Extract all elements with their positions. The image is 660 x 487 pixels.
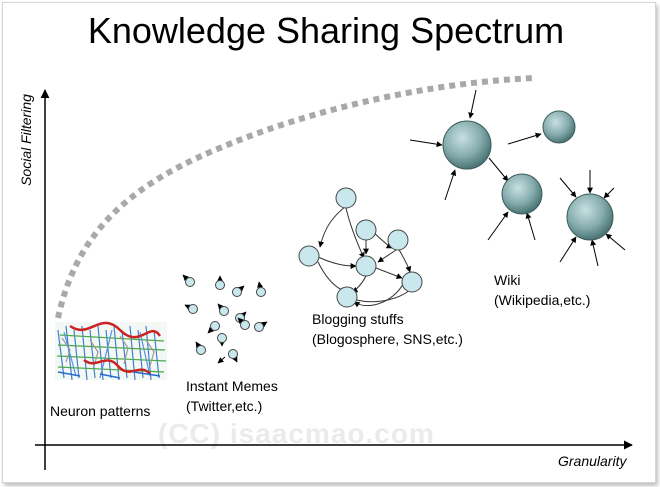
blogging-subtitle: (Blogosphere, SNS,etc.) <box>312 331 463 347</box>
wiki-node-small <box>542 110 576 144</box>
wiki-spheres <box>409 89 626 267</box>
blog-node <box>355 219 377 241</box>
slide-frame <box>2 2 656 483</box>
meme-node <box>254 322 264 332</box>
blogging-network <box>298 187 423 308</box>
meme-node <box>240 320 250 330</box>
blog-node <box>401 271 423 293</box>
blog-node <box>335 187 357 209</box>
instant-memes-label: Instant Memes (Twitter,etc.) <box>186 376 278 416</box>
meme-node <box>228 349 238 359</box>
spectrum-curve <box>55 75 536 319</box>
neuron-patterns-label: Neuron patterns <box>50 403 151 419</box>
wiki-subtitle: (Wikipedia,etc.) <box>494 292 591 308</box>
meme-node <box>196 345 206 355</box>
instant-memes-title: Instant Memes <box>186 378 278 394</box>
instant-memes-subtitle: (Twitter,etc.) <box>186 398 263 414</box>
meme-node <box>215 280 225 290</box>
x-axis-label: Granularity <box>558 453 627 469</box>
wiki-node-large <box>442 120 492 170</box>
meme-node <box>188 304 198 314</box>
wiki-title: Wiki <box>494 272 521 288</box>
meme-node <box>219 306 229 316</box>
watermark: (CC) isaacmao.com <box>158 418 435 449</box>
neuron-pattern-illustration <box>55 321 167 381</box>
wiki-node-large <box>566 193 614 241</box>
meme-node <box>232 287 242 297</box>
wiki-node-medium <box>501 173 543 215</box>
blogging-label: Blogging stuffs (Blogosphere, SNS,etc.) <box>312 309 463 349</box>
instant-memes-particles <box>182 274 268 364</box>
blogging-title: Blogging stuffs <box>312 311 404 327</box>
blog-node <box>355 255 377 277</box>
meme-node <box>256 287 266 297</box>
wiki-label: Wiki (Wikipedia,etc.) <box>494 270 590 310</box>
blog-node <box>336 286 358 308</box>
meme-node <box>210 321 220 331</box>
diagram-title: Knowledge Sharing Spectrum <box>87 10 565 51</box>
blog-node <box>298 245 320 267</box>
axes <box>35 89 633 470</box>
meme-node <box>217 333 227 343</box>
meme-node <box>185 277 195 287</box>
blog-node <box>387 229 409 251</box>
